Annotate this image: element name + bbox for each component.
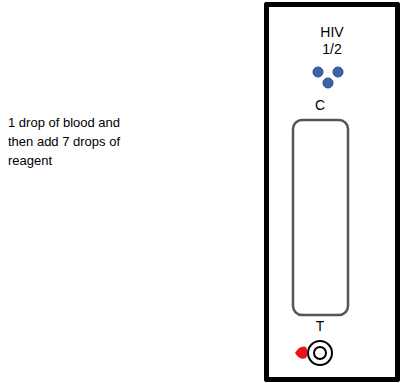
indicator-dot [333,67,343,77]
indicator-dot [313,67,323,77]
sample-well-inner [314,347,326,359]
result-window [293,120,348,315]
instruction-note: 1 drop of blood and then add 7 drops of … [8,113,136,170]
test-name: HIV 1/2 [320,24,343,58]
blood-drop [295,347,308,359]
test-cassette: HIV 1/2C T [264,2,400,382]
control-line-label: C [315,97,325,114]
test-line-label: T [316,318,325,335]
sample-well [308,341,332,365]
indicator-dot [323,78,333,88]
